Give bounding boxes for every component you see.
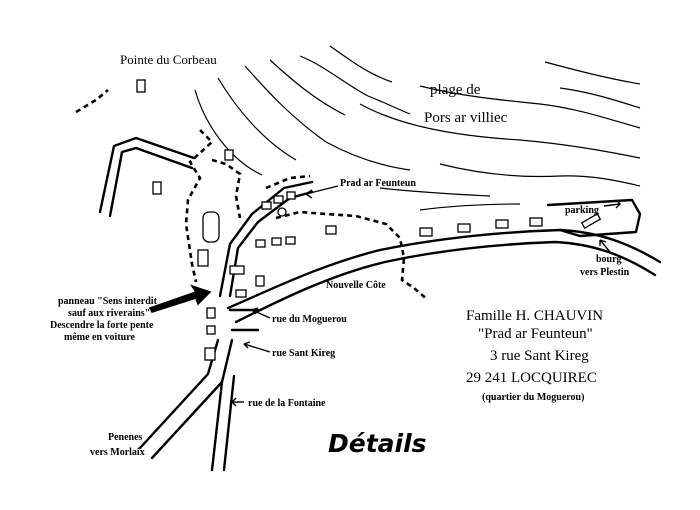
address-line3: 3 rue Sant Kireg bbox=[490, 348, 589, 364]
parking-area bbox=[546, 198, 642, 238]
buildings bbox=[136, 79, 602, 361]
label-parking: parking bbox=[565, 205, 599, 216]
label-panneau-line1: panneau "Sens interdit bbox=[58, 296, 158, 307]
label-rue-sant-kireg: rue Sant Kireg bbox=[272, 348, 335, 359]
arrows bbox=[148, 185, 621, 407]
label-penenes-line2: vers Morlaix bbox=[90, 447, 145, 458]
label-panneau-line3: Descendre la forte pente bbox=[50, 320, 154, 331]
label-bourg-line2: vers Plestin bbox=[580, 267, 630, 278]
label-panneau-line4: même en voiture bbox=[64, 332, 135, 343]
map-title: Détails bbox=[328, 429, 427, 458]
label-prad-ar-feunteun: Prad ar Feunteun bbox=[340, 178, 416, 189]
roads bbox=[98, 136, 662, 472]
address-line2: "Prad ar Feunteun" bbox=[478, 326, 593, 342]
label-rue-de-la-fontaine: rue de la Fontaine bbox=[248, 398, 326, 409]
address-line1: Famille H. CHAUVIN bbox=[466, 308, 603, 324]
label-nouvelle-cote: Nouvelle Côte bbox=[326, 280, 386, 291]
label-pointe-du-corbeau: Pointe du Corbeau bbox=[120, 52, 217, 67]
shoreline-contours bbox=[194, 45, 641, 211]
label-bourg-line1: bourg bbox=[596, 254, 622, 265]
address-block: Famille H. CHAUVIN "Prad ar Feunteun" 3 … bbox=[466, 308, 603, 403]
label-panneau-line2: sauf aux riverains" bbox=[68, 308, 150, 319]
label-rue-du-moguerou: rue du Moguerou bbox=[272, 314, 347, 325]
label-plage-line1: plage de bbox=[430, 82, 481, 98]
address-line4: 29 241 LOCQUIREC bbox=[466, 370, 597, 386]
label-penenes-line1: Penenes bbox=[108, 432, 143, 443]
label-plage-line2: Pors ar villiec bbox=[424, 110, 508, 126]
footpaths bbox=[75, 89, 429, 301]
address-line5: (quartier du Moguerou) bbox=[482, 392, 584, 403]
